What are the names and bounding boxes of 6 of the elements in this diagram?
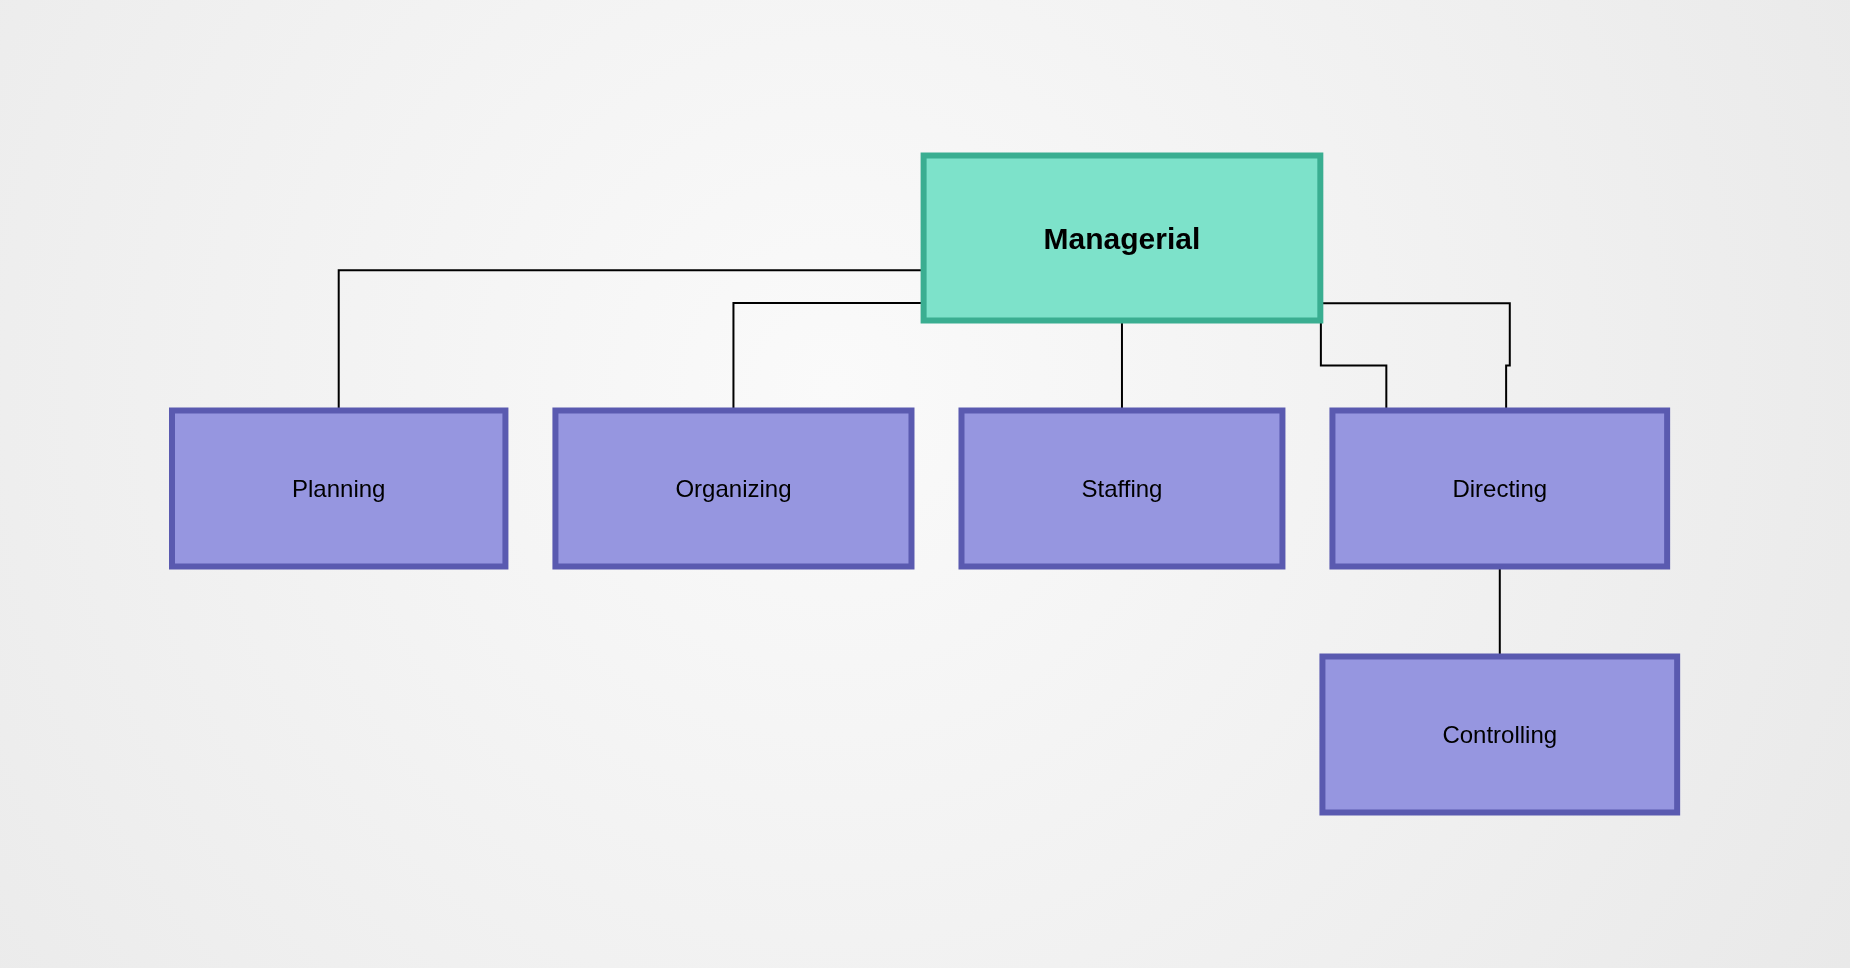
- node-box: Managerial: [921, 152, 1324, 324]
- node-box: Controlling: [1319, 653, 1681, 816]
- node-box: Staffing: [958, 407, 1286, 570]
- node-box: Organizing: [552, 407, 915, 570]
- node-box: Directing: [1329, 407, 1671, 570]
- node-box: Planning: [169, 407, 509, 570]
